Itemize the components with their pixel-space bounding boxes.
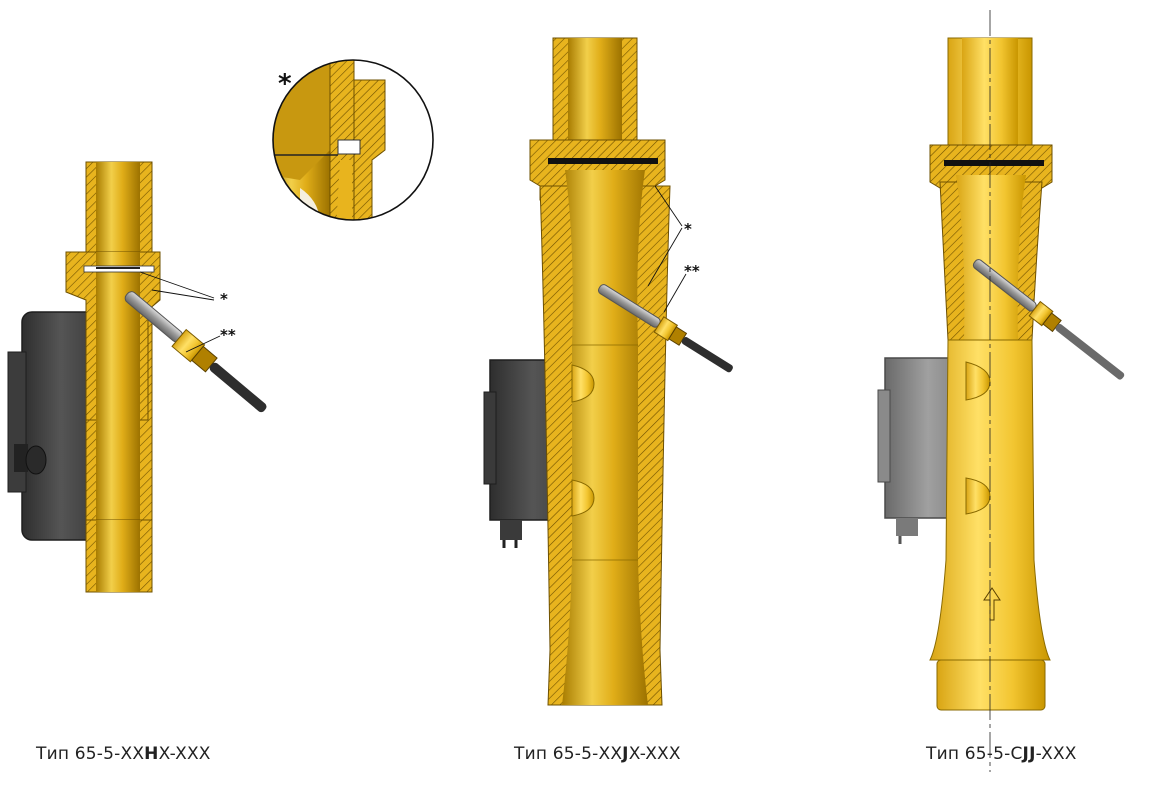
figure-right (877, 10, 1125, 772)
callout-double-star-left: ** (220, 326, 236, 344)
callout-star-left: * (220, 290, 228, 308)
caption-middle: Тип 65-5-XXJX-XXX (514, 744, 681, 764)
callout-star-middle: * (684, 220, 692, 238)
figure-left: * ** (7, 161, 267, 593)
figure-middle: * ** (483, 37, 733, 706)
detail-magnifier: * (272, 59, 434, 221)
detail-star-label: * (278, 69, 292, 99)
caption-right: Тип 65-5-CJJ-XXX (926, 744, 1077, 764)
callout-double-star-middle: ** (684, 262, 700, 280)
caption-left: Тип 65-5-XXHX-XXX (36, 744, 211, 764)
